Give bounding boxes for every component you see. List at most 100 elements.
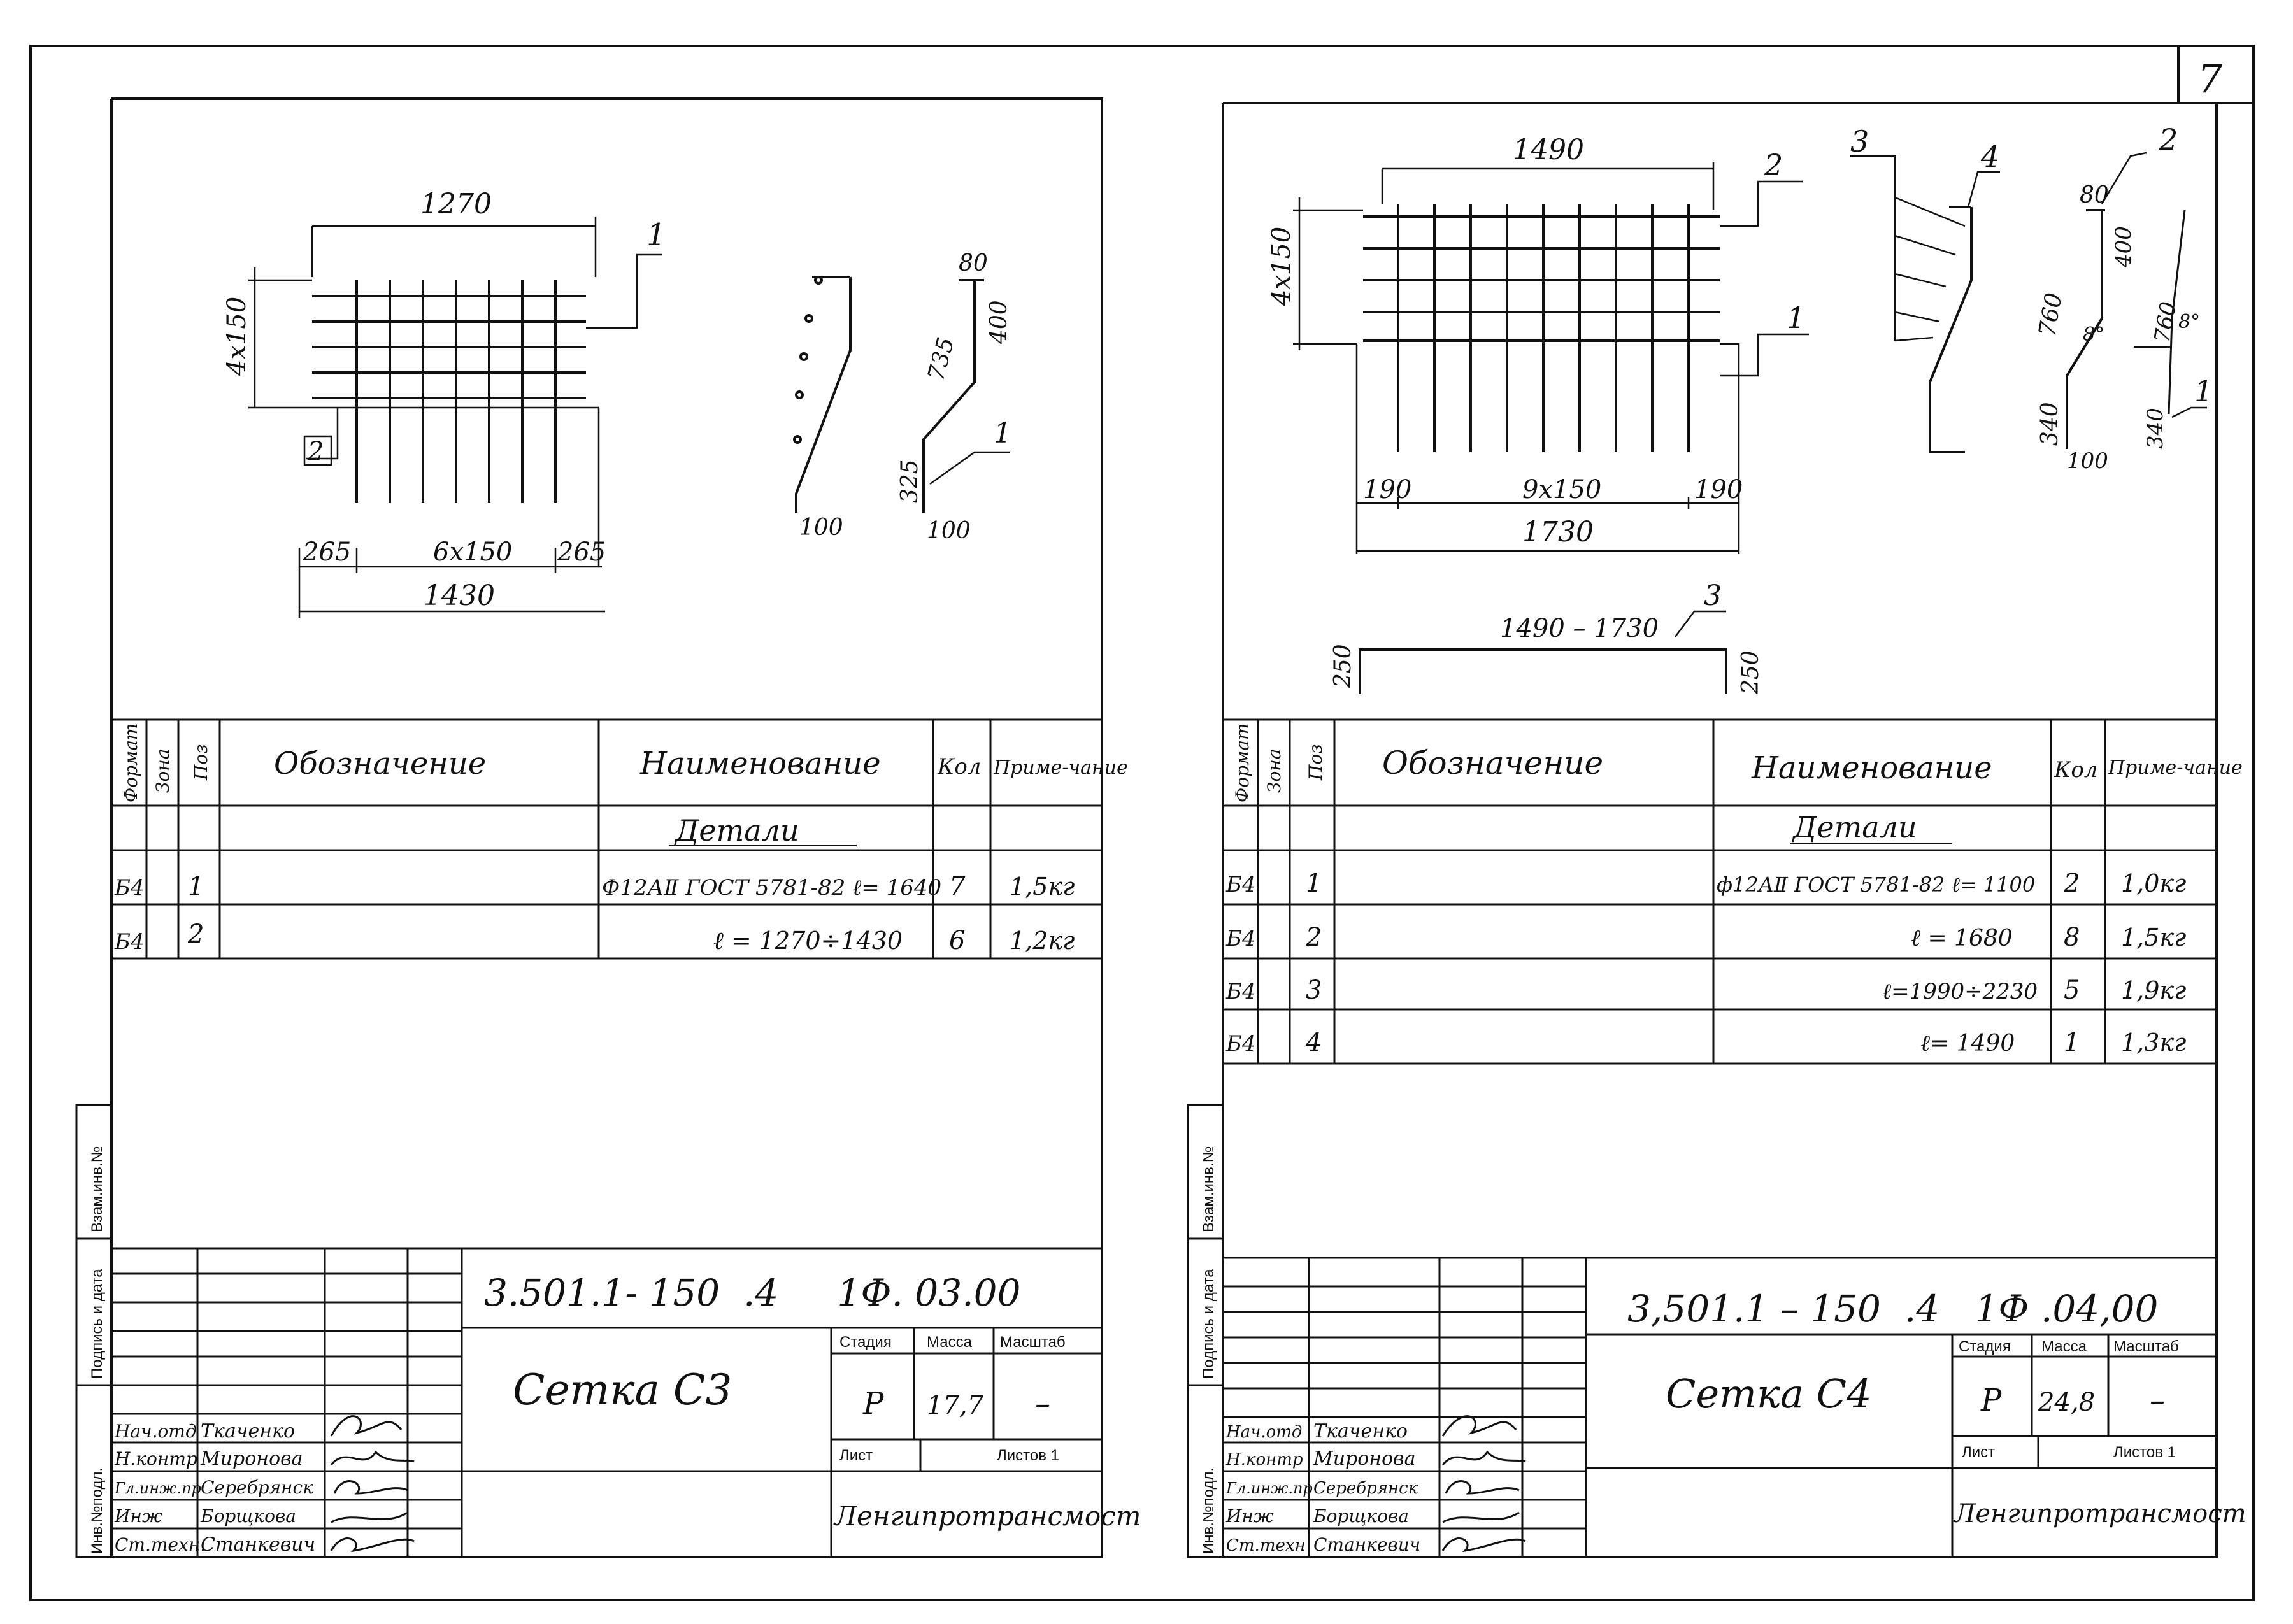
sheet-1-doc-code: 3.501.1- 150 .4 1Ф. 03.00: [484, 1271, 1020, 1314]
sheet-2-staff-5-role: Ст.техн: [1226, 1536, 1306, 1555]
sheet-1-stamp-replace: Взам.инв.№: [89, 1146, 106, 1232]
sheet-1-profile: [922, 279, 1010, 513]
sheet-1-side-view: [793, 276, 852, 513]
sheet-2-bar3-right: 250: [1738, 650, 1764, 695]
sheet-2-row-4-pos: 4: [1305, 1028, 1322, 1057]
sheet-1-dim-left-offset: 265: [302, 538, 351, 567]
sheet-2-row-4-qty: 1: [2064, 1028, 2080, 1057]
sheet-2-row-3-format: Б4: [1225, 979, 1256, 1004]
sheet-2-stage-label: Стадия: [1959, 1338, 2011, 1355]
sheet-1-dim-bottom: 1430: [424, 580, 495, 612]
outer-frame: [29, 45, 2255, 1601]
sheet-2-staff-2-role: Н.контр: [1225, 1450, 1303, 1469]
sheet-2-staff-1-role: Нач.отд: [1225, 1423, 1302, 1442]
sheet-1-mass-label: Масса: [927, 1334, 973, 1351]
sheet-2-section: Детали: [1792, 810, 1917, 844]
sheet-2-doc-code: 3,501.1 – 150 .4 1Ф .04,00: [1627, 1287, 2158, 1330]
sheet-2-staff-4-role: Инж: [1225, 1506, 1274, 1527]
sheet-2-row-2-name: ℓ = 1680: [1911, 925, 2013, 951]
sheet-2-dim-height: 4x150: [1267, 227, 1296, 306]
sheet-2-stage-value: Р: [1980, 1383, 2002, 1418]
sheet-1-row-2-qty: 6: [949, 926, 965, 955]
sheet-2-col-format: Формат: [1232, 723, 1253, 802]
sheet-1-sheet-label: Лист: [839, 1447, 873, 1464]
sheet-1-staff-2-role: Н.контр: [114, 1448, 197, 1469]
sheet-1-profile-upper: 400: [986, 300, 1012, 345]
sheet-2-profile-top: 80: [2080, 182, 2109, 208]
sheet-2-frame: [1222, 102, 2218, 1558]
sheet-1-mass-value: 17,7: [927, 1391, 984, 1420]
sheet-1-sheets-label: Листов 1: [997, 1447, 1059, 1464]
sheet-2-col-note: Приме-чание: [2108, 757, 2243, 779]
sheet-2-title-block: [1223, 1257, 2217, 1557]
sheet-1-title-block: [111, 1247, 1102, 1557]
sheet-2-profile-lower-2: 340: [2143, 408, 2168, 449]
sheet-2-row-4-name: ℓ= 1490: [1920, 1030, 2015, 1057]
sheet-1-staff-1-name: Ткаченко: [201, 1420, 295, 1442]
sheet-1-row-2-note: 1,2кг: [1010, 927, 1075, 955]
sheet-1-stamp-inv: Инв.№подл.: [89, 1467, 106, 1554]
sheet-1-stamp-sign: Подпись и дата: [89, 1269, 106, 1379]
sheet-1-col-designation: Обозначение: [274, 746, 486, 781]
sheet-2-sheet-label: Лист: [1962, 1444, 1995, 1461]
sheet-1-dimensions: [248, 217, 662, 618]
sheet-1-profile-top: 80: [959, 250, 988, 276]
sheet-2-mesh: [1363, 204, 1720, 452]
sheet-1-dim-top: 1270: [420, 188, 492, 220]
sheet-2-profile-callout-1: 1: [2194, 374, 2213, 408]
sheet-2-mass-label: Масса: [2041, 1338, 2087, 1355]
sheet-2-row-3-qty: 5: [2064, 976, 2080, 1005]
sheet-2-profile-foot: 100: [2067, 448, 2108, 474]
sheet-2-col-designation: Обозначение: [1382, 744, 1603, 781]
sheet-2-profile-lower: 340: [2037, 402, 2063, 446]
sheet-2-row-1-format: Б4: [1225, 872, 1256, 897]
sheet-2-profile-slope-2: 760: [2149, 300, 2182, 345]
sheet-2-bar3-left: 250: [1330, 644, 1356, 688]
sheet-2-row-1-qty: 2: [2063, 869, 2080, 898]
sheet-2-callout-4: 4: [1980, 139, 1999, 174]
sheet-1-bar-foot: 100: [799, 515, 843, 541]
sheet-2-dim-left-offset: 190: [1363, 475, 1411, 504]
sheet-2-row-3-pos: 3: [1306, 976, 1322, 1005]
sheet-1-section: Детали: [674, 813, 799, 848]
sheet-2-staff-list: Нач.отд Ткаченко Н.контр Миронова Гл.инж…: [1225, 1420, 1420, 1555]
sheet-1-staff-4-role: Инж: [114, 1506, 162, 1527]
sheet-2-staff-1-name: Ткаченко: [1313, 1420, 1408, 1442]
sheet-2-callout-3: 3: [1850, 124, 1869, 159]
sheet-2-scale-value: –: [2150, 1383, 2165, 1418]
sheet-1-staff-3-name: Серебрянск: [201, 1477, 313, 1498]
sheet-1-row-2-pos: 2: [187, 920, 204, 949]
sheet-1-frame: [110, 97, 1103, 1558]
sheet-2-bar3-length: 1490 – 1730: [1500, 614, 1659, 643]
sheet-1-col-note: Приме-чание: [993, 757, 1128, 779]
sheet-1-doc-name: Сетка С3: [513, 1365, 732, 1414]
sheet-1-row-2-name: ℓ = 1270÷1430: [713, 927, 903, 955]
sheet-1-scale-value: –: [1035, 1386, 1050, 1421]
sheet-1-dim-height: 4x150: [222, 297, 252, 376]
sheet-2-scale-label: Масштаб: [2113, 1338, 2179, 1355]
sheet-2-organization: Ленгипротрансмост: [1953, 1499, 2247, 1528]
sheet-1-staff-3-role: Гл.инж.пр: [114, 1479, 201, 1497]
sheet-2-mass-value: 24,8: [2038, 1388, 2095, 1417]
sheet-1-scale-label: Масштаб: [1000, 1334, 1066, 1351]
page-number: 7: [2197, 55, 2223, 102]
sheet-2-profile-angle: 8°: [2083, 324, 2104, 346]
sheet-1-row-2-format: Б4: [114, 929, 145, 955]
sheet-2-profile-slope: 760: [2034, 291, 2067, 339]
sheet-1: Инв.№подл. Подпись и дата Взам.инв.№: [75, 97, 1141, 1558]
sheet-2-col-zone: Зона: [1264, 749, 1285, 793]
sheet-1-row-1-note: 1,5кг: [1010, 873, 1075, 901]
sheet-1-spec-table: [111, 718, 1102, 960]
sheet-1-callout-1: 1: [646, 217, 666, 253]
sheet-2-dim-top: 1490: [1513, 134, 1584, 166]
sheet-1-staff-5-name: Станкевич: [201, 1534, 315, 1556]
sheet-1-staff-4-name: Борщкова: [200, 1506, 296, 1527]
sheet-2-col-name: Наименование: [1751, 750, 1992, 786]
sheet-2-col-qty: Кол: [2054, 757, 2097, 783]
sheet-1-col-qty: Кол: [937, 754, 981, 780]
sheet-1-callout-2: 2: [307, 437, 324, 466]
sheet-1-profile-slope: 735: [923, 334, 959, 383]
sheet-2-row-2-format: Б4: [1225, 926, 1256, 951]
sheet-2-row-2-note: 1,5кг: [2121, 923, 2186, 951]
